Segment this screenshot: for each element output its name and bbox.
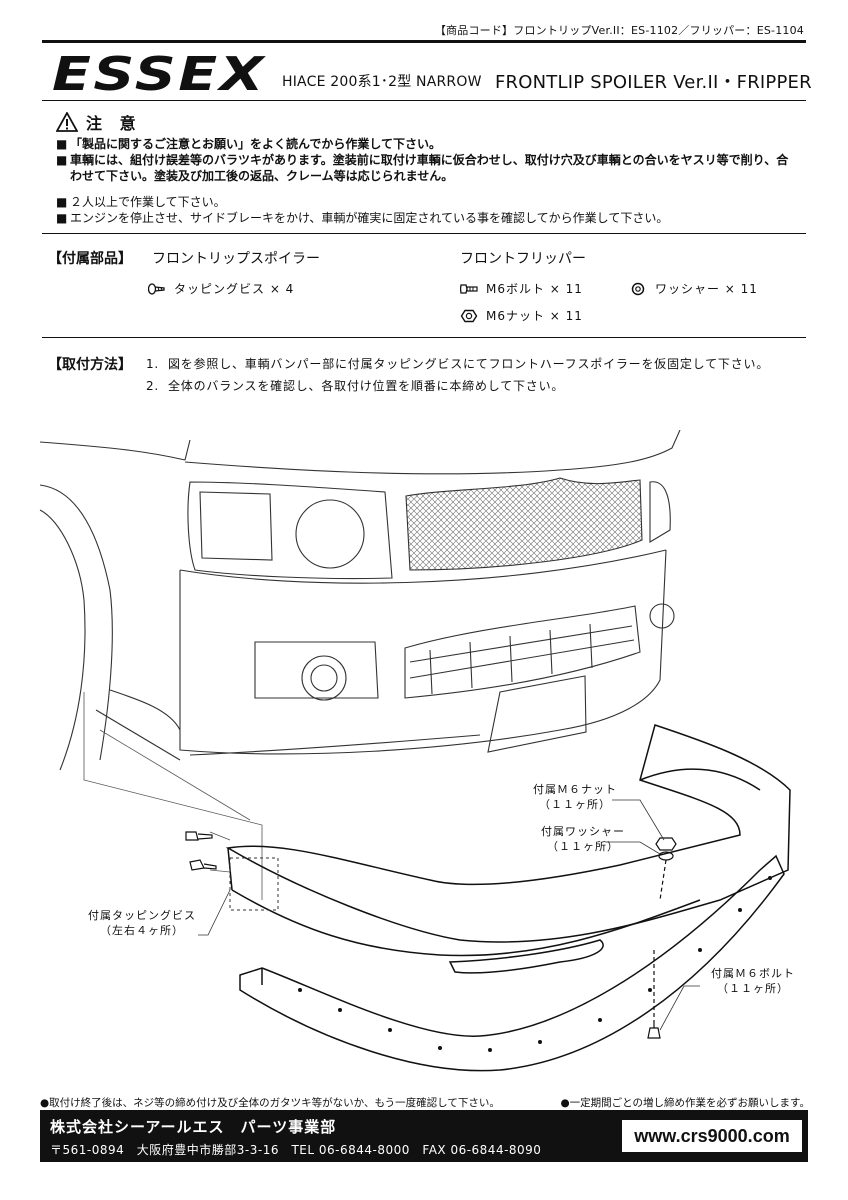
- nut-icon: [460, 309, 478, 322]
- callout-title: 付属Ｍ６ボルト: [711, 967, 795, 980]
- section-divider: [42, 337, 806, 338]
- bullet: ■: [56, 153, 68, 167]
- lip-title: フロントリップスポイラー: [152, 251, 320, 267]
- header-underline: [42, 100, 806, 101]
- company-address: 〒561-0894 大阪府豊中市勝部3-3-16 TEL 06-6844-800…: [50, 1143, 542, 1157]
- leader-lines: [198, 799, 700, 1031]
- screw-callout: 付属タッピングビス （左右４ヶ所）: [74, 908, 210, 938]
- step-text: 図を参照し、車輌バンパー部に付属タッピングビスにてフロントハーフスポイラーを仮固…: [168, 357, 770, 371]
- part-item: M6ナット × 11: [460, 307, 790, 324]
- bullet: ■: [56, 195, 68, 209]
- caution-text: 車輌には、組付け誤差等のバラツキがあります。塗装前に取付け車輌に仮合わせし、取付…: [70, 153, 789, 183]
- step-number: 1.: [146, 357, 160, 371]
- part-name: M6ボルト × 11: [486, 282, 583, 296]
- callout-count: （１１ヶ所）: [547, 840, 619, 853]
- step-number: 2.: [146, 379, 160, 393]
- flipper-holes: [298, 876, 772, 1052]
- note-right: ●一定期間ごとの増し締め作業を必ずお願いします。: [560, 1097, 810, 1109]
- caution-text: 「製品に関するご注意とお願い」をよく読んでから作業して下さい。: [70, 137, 442, 151]
- callout-title: 付属ワッシャー: [541, 825, 625, 838]
- parts-label: 【付属部品】: [48, 251, 132, 267]
- washer-icon: [631, 282, 645, 295]
- callout-count: （１１ヶ所）: [717, 982, 789, 995]
- brand-logo: ESSEX: [52, 52, 267, 94]
- guide-lines: [83, 692, 263, 900]
- nut-callout: 付属Ｍ６ナット （１１ヶ所）: [520, 782, 630, 812]
- part-name: M6ナット × 11: [486, 309, 583, 323]
- product-code: 【商品コード】フロントリップVer.II：ES-1102／フリッパー：ES-11…: [434, 24, 804, 37]
- van-front-outline: [39, 430, 681, 771]
- front-lip-spoiler: [225, 724, 791, 974]
- step-text: 全体のバランスを確認し、各取付け位置を順番に本締めして下さい。: [168, 379, 565, 393]
- caution-item: ■エンジンを停止させ、サイドブレーキをかけ、車輌が確実に固定されている事を確認し…: [56, 210, 796, 226]
- washer-callout: 付属ワッシャー （１１ヶ所）: [528, 824, 638, 854]
- bottom-notes: ●取付け終了後は、ネジ等の締め付け及び全体のガタツキ等がないか、もう一度確認して…: [40, 1095, 810, 1110]
- website-link[interactable]: www.crs9000.com: [622, 1120, 802, 1152]
- lip-parts: フロントリップスポイラー タッピングビス × 4: [148, 248, 320, 297]
- flipper-title: フロントフリッパー: [460, 251, 586, 267]
- caution-heading: 注 意: [56, 110, 142, 134]
- caution-item: ■「製品に関するご注意とお願い」をよく読んでから作業して下さい。: [56, 136, 796, 152]
- caution-text: エンジンを停止させ、サイドブレーキをかけ、車輌が確実に固定されている事を確認して…: [70, 211, 669, 225]
- callout-title: 付属タッピングビス: [88, 909, 196, 922]
- front-flipper: [239, 854, 785, 1072]
- caution-item: ■車輌には、組付け誤差等のバラツキがあります。塗装前に取付け車輌に仮合わせし、取…: [56, 152, 796, 184]
- part-name: タッピングビス × 4: [174, 282, 295, 296]
- vehicle-model: HIACE 200系1･2型 NARROW: [282, 74, 482, 90]
- footer: 株式会社シーアールエス パーツ事業部 〒561-0894 大阪府豊中市勝部3-3…: [40, 1110, 808, 1162]
- callout-count: （左右４ヶ所）: [100, 924, 184, 937]
- bolt-icon: [460, 283, 478, 294]
- company-name: 株式会社シーアールエス パーツ事業部: [50, 1118, 337, 1136]
- callout-title: 付属Ｍ６ナット: [533, 783, 617, 796]
- tapping-screw-icon: [148, 282, 165, 295]
- bullet: ■: [56, 137, 68, 151]
- part-item: M6ボルト × 11: [460, 280, 583, 297]
- part-name: ワッシャー × 11: [654, 282, 758, 296]
- caution-text: ２人以上で作業して下さい。: [70, 195, 226, 209]
- caution-heading-text: 注 意: [86, 114, 142, 133]
- callout-count: （１１ヶ所）: [539, 798, 611, 811]
- product-title: FRONTLIP SPOILER Ver.II・FRIPPER: [495, 72, 812, 93]
- installation-diagram: [39, 430, 791, 1072]
- install-steps: 1. 図を参照し、車輌バンパー部に付属タッピングビスにてフロントハーフスポイラーを…: [146, 356, 796, 394]
- note-left: ●取付け終了後は、ネジ等の締め付け及び全体のガタツキ等がないか、もう一度確認して…: [40, 1097, 500, 1109]
- fasteners: [185, 831, 677, 1039]
- part-item: タッピングビス × 4: [148, 280, 320, 297]
- flipper-parts: フロントフリッパー M6ボルト × 11 ワッシャー × 11 M6ナット × …: [460, 248, 790, 324]
- part-item: ワッシャー × 11: [629, 280, 758, 297]
- method-label: 【取付方法】: [48, 357, 132, 373]
- bullet: ■: [56, 211, 68, 225]
- caution-list: ■「製品に関するご注意とお願い」をよく読んでから作業して下さい。 ■車輌には、組…: [56, 136, 796, 226]
- brand-logo-text: ESSEX: [52, 52, 267, 94]
- header-rule: [42, 40, 806, 43]
- section-divider: [42, 233, 806, 234]
- caution-item: ■２人以上で作業して下さい。: [56, 194, 796, 210]
- step: 1. 図を参照し、車輌バンパー部に付属タッピングビスにてフロントハーフスポイラーを…: [146, 356, 796, 372]
- mount-tab: [229, 857, 279, 911]
- bolt-callout: 付属Ｍ６ボルト （１１ヶ所）: [698, 966, 808, 996]
- step: 2. 全体のバランスを確認し、各取付け位置を順番に本締めして下さい。: [146, 378, 796, 394]
- warning-icon: [56, 112, 78, 132]
